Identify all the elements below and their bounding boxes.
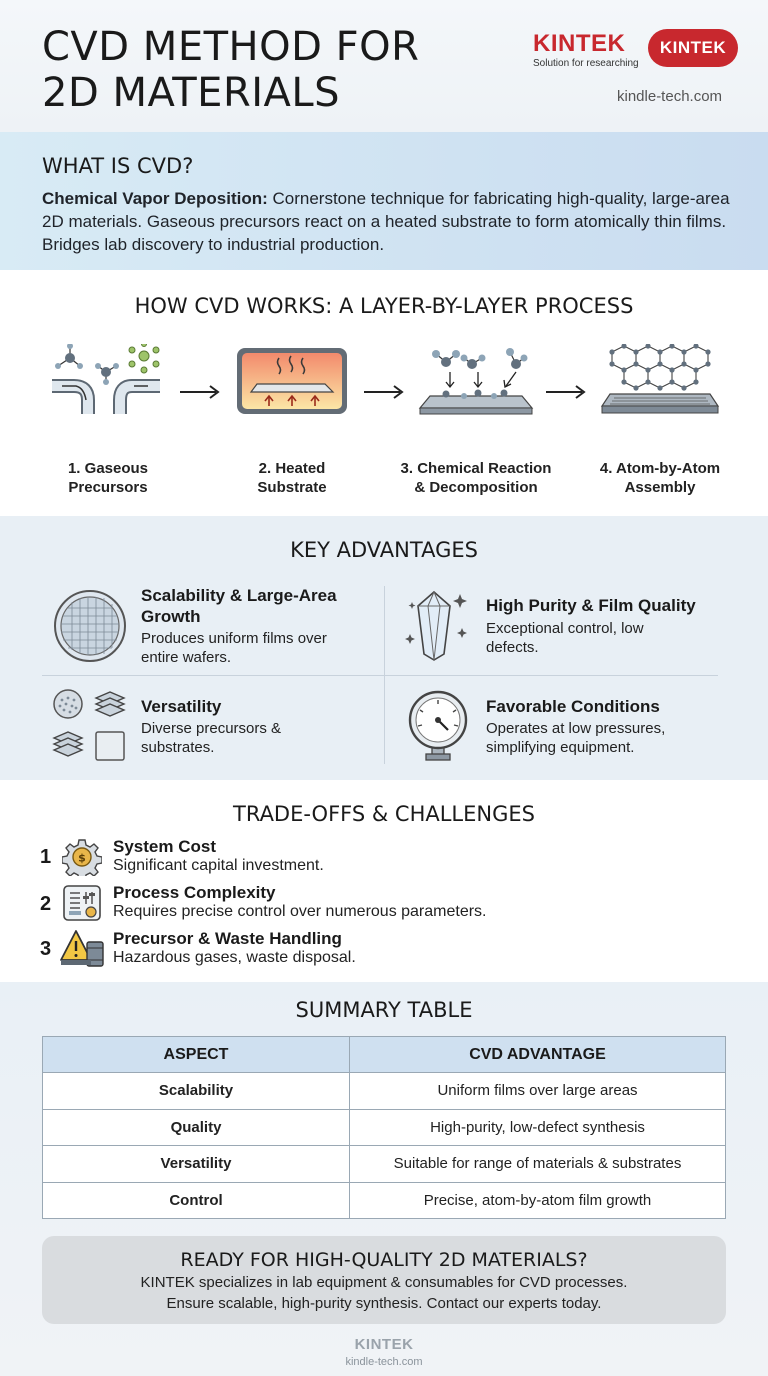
summary-section: SUMMARY TABLE ASPECT CVD ADVANTAGE Scala… (0, 982, 768, 1376)
what-is-cvd-section: WHAT IS CVD? Chemical Vapor Deposition: … (0, 132, 768, 270)
advantage-4-title: Favorable Conditions (486, 697, 660, 716)
heated-substrate-icon (237, 348, 347, 414)
advantage-1-text-line-2: entire wafers. (141, 649, 232, 666)
footer-website-link[interactable]: kindle-tech.com (345, 1356, 423, 1368)
cvd-description-text: Cornerstone technique for fabricating hi… (42, 189, 730, 254)
advantages-heading: KEY ADVANTAGES (290, 538, 478, 562)
advantage-1-text: Produces uniform films over entire wafer… (141, 629, 327, 667)
table-row: Versatility Suitable for range of materi… (42, 1145, 726, 1183)
column-header-aspect: ASPECT (42, 1036, 350, 1073)
tradeoff-3-title: Precursor & Waste Handling (113, 929, 342, 948)
table-cell-aspect: Control (42, 1181, 350, 1219)
pressure-gauge-icon (408, 690, 468, 761)
tradeoff-1-title: System Cost (113, 837, 216, 856)
step-3-line-2: & Decomposition (414, 479, 538, 496)
advantage-1-title-line-1: Scalability & Large-Area (141, 586, 337, 605)
crystal-icon (405, 590, 467, 661)
gas-pipes-icon (52, 344, 160, 414)
tradeoff-1-number: 1 (40, 846, 52, 868)
table-cell-advantage: High-purity, low-defect synthesis (349, 1108, 726, 1146)
tradeoff-3-number: 3 (40, 938, 52, 960)
what-is-description: Chemical Vapor Deposition: Cornerstone t… (42, 187, 732, 256)
advantages-section: KEY ADVANTAGES Scalability & Large-Area … (0, 516, 768, 780)
title-line-2: 2D MATERIALS (42, 70, 341, 116)
website-link[interactable]: kindle-tech.com (617, 88, 723, 105)
advantage-3-text-line-1: Diverse precursors & (141, 720, 282, 737)
table-cell-aspect: Versatility (42, 1145, 350, 1183)
advantage-2-text-line-1: Exceptional control, low (486, 620, 644, 637)
call-to-action-box[interactable]: READY FOR HIGH-QUALITY 2D MATERIALS? KIN… (42, 1236, 726, 1324)
arrow-right-icon (364, 385, 404, 399)
cta-heading: READY FOR HIGH-QUALITY 2D MATERIALS? (180, 1249, 588, 1271)
advantage-3-text: Diverse precursors & substrates. (141, 719, 281, 757)
cta-line-1: KINTEK specializes in lab equipment & co… (140, 1274, 628, 1291)
tradeoff-2-text: Requires precise control over numerous p… (113, 903, 487, 920)
brand-tagline: Solution for researching (533, 58, 639, 69)
column-header-cvd-advantage: CVD ADVANTAGE (349, 1036, 726, 1073)
header: CVD METHOD FOR 2D MATERIALS KINTEK Solut… (0, 0, 768, 132)
advantage-2-title: High Purity & Film Quality (486, 596, 696, 615)
tradeoff-2-title: Process Complexity (113, 883, 276, 902)
process-step-4: 4. Atom-by-Atom Assembly (578, 459, 742, 497)
divider (42, 675, 718, 676)
what-is-heading: WHAT IS CVD? (42, 154, 194, 178)
footer-brand: KINTEK (354, 1336, 414, 1353)
advantage-3-title: Versatility (141, 697, 222, 716)
process-step-2: 2. Heated Substrate (212, 459, 372, 497)
table-row: Control Precise, atom-by-atom film growt… (42, 1181, 726, 1219)
page-title: CVD METHOD FOR 2D MATERIALS (42, 24, 512, 116)
table-cell-aspect: Quality (42, 1108, 350, 1146)
advantage-4-text: Operates at low pressures, simplifying e… (486, 719, 665, 757)
step-4-line-1: 4. Atom-by-Atom (599, 460, 721, 477)
table-cell-advantage: Suitable for range of materials & substr… (349, 1145, 726, 1183)
table-row: Quality High-purity, low-defect synthesi… (42, 1108, 726, 1146)
control-panel-icon (63, 885, 101, 921)
arrow-right-icon (546, 385, 586, 399)
table-cell-aspect: Scalability (42, 1072, 350, 1110)
tradeoff-3-text: Hazardous gases, waste disposal. (113, 949, 356, 966)
advantage-4-text-line-2: simplifying equipment. (486, 739, 635, 756)
advantage-2-text-line-2: defects. (486, 639, 539, 656)
wafer-icon (54, 590, 126, 662)
brand-badge[interactable]: KINTEK (648, 29, 738, 67)
brand-logo[interactable]: KINTEK Solution for researching (533, 30, 639, 69)
advantage-3-text-line-2: substrates. (141, 739, 215, 756)
reaction-icon (418, 348, 534, 415)
table-cell-advantage: Uniform films over large areas (349, 1072, 726, 1110)
advantage-1-title: Scalability & Large-Area Growth (141, 585, 337, 627)
cta-line-2: Ensure scalable, high-purity synthesis. … (166, 1295, 602, 1312)
process-step-3: 3. Chemical Reaction & Decomposition (384, 459, 568, 497)
advantage-2-text: Exceptional control, low defects. (486, 619, 644, 657)
step-2-line-2: Substrate (257, 479, 327, 496)
cost-gear-icon: $ (62, 839, 102, 876)
process-section: HOW CVD WORKS: A LAYER-BY-LAYER PROCESS (0, 270, 768, 516)
step-1-line-2: Precursors (68, 479, 148, 496)
tradeoffs-heading: TRADE-OFFS & CHALLENGES (233, 802, 535, 826)
process-heading: HOW CVD WORKS: A LAYER-BY-LAYER PROCESS (134, 294, 634, 318)
brand-name: KINTEK (533, 30, 626, 57)
summary-table: ASPECT CVD ADVANTAGE Scalability Uniform… (42, 1036, 726, 1219)
cvd-term: Chemical Vapor Deposition: (42, 189, 268, 208)
table-cell-advantage: Precise, atom-by-atom film growth (349, 1181, 726, 1219)
tradeoffs-section: TRADE-OFFS & CHALLENGES 1 $ System Cost … (0, 780, 768, 982)
title-line-1: CVD METHOD FOR (42, 24, 420, 70)
svg-text:$: $ (78, 852, 86, 865)
advantage-1-text-line-1: Produces uniform films over (141, 630, 327, 647)
advantage-1-title-line-2: Growth (141, 607, 201, 626)
summary-heading: SUMMARY TABLE (295, 998, 473, 1022)
tradeoff-1-text: Significant capital investment. (113, 857, 324, 874)
arrow-right-icon (180, 385, 220, 399)
tradeoff-2-number: 2 (40, 893, 52, 915)
lattice-icon (600, 344, 720, 414)
process-step-1: 1. Gaseous Precursors (28, 459, 188, 497)
step-4-line-2: Assembly (624, 479, 696, 496)
hazard-icon (60, 930, 104, 967)
step-1-line-1: 1. Gaseous (67, 460, 149, 477)
table-row: Scalability Uniform films over large are… (42, 1072, 726, 1110)
materials-icon (52, 689, 126, 761)
step-2-line-1: 2. Heated (258, 460, 326, 477)
step-3-line-1: 3. Chemical Reaction (400, 460, 552, 477)
advantage-4-text-line-1: Operates at low pressures, (486, 720, 666, 737)
table-header-row: ASPECT CVD ADVANTAGE (42, 1036, 726, 1073)
